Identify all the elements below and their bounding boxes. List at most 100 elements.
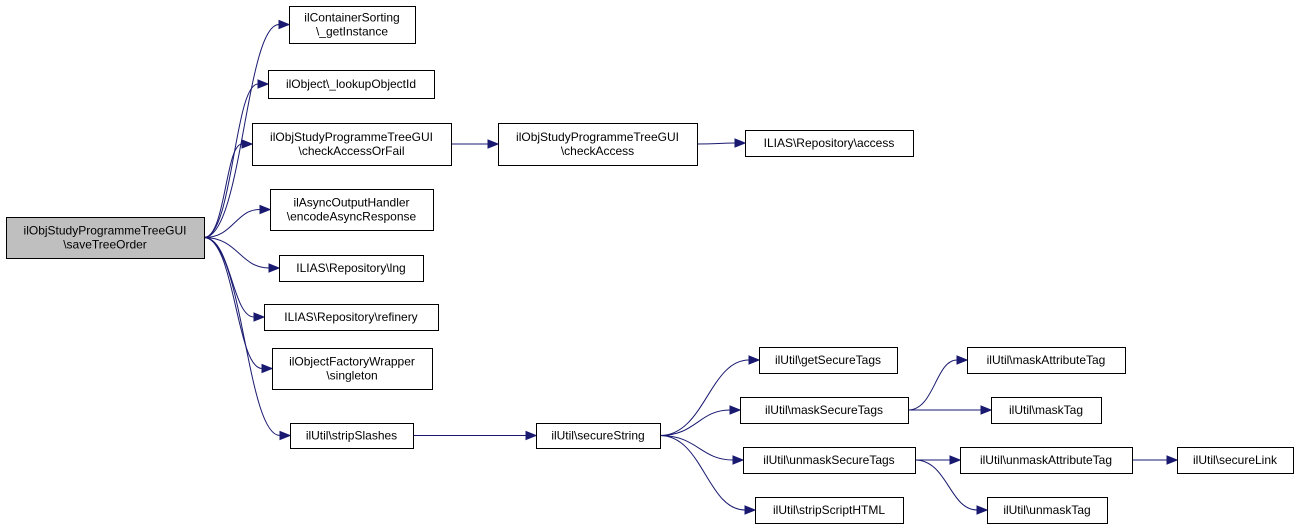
node-checkAccessOrFail[interactable]: ilObjStudyProgrammeTreeGUI\checkAccessOr… xyxy=(252,123,452,166)
node-label-checkAccessOrFail-1: \checkAccessOrFail xyxy=(298,144,404,158)
node-box-unmaskAttributeTag xyxy=(960,447,1133,474)
node-unmaskTag[interactable]: ilUtil\unmaskTag xyxy=(987,497,1108,524)
node-box-stripScriptHTML xyxy=(755,497,904,524)
node-label-unmaskTag-0: ilUtil\unmaskTag xyxy=(1003,503,1090,517)
edge-unmaskSecureTags-to-unmaskTag xyxy=(914,459,978,511)
arrowhead-saveTreeOrder-to-encodeAsyncResponse xyxy=(259,204,272,215)
node-maskSecureTags[interactable]: ilUtil\maskSecureTags xyxy=(740,397,909,424)
node-box-maskTag xyxy=(991,397,1102,424)
node-label-encodeAsyncResponse-1: \encodeAsyncResponse xyxy=(287,210,417,224)
node-label-unmaskAttributeTag-0: ilUtil\unmaskAttributeTag xyxy=(980,453,1112,467)
node-label-maskAttributeTag-0: ilUtil\maskAttributeTag xyxy=(987,353,1106,367)
node-box-checkAccess xyxy=(498,123,698,166)
edge-maskSecureTags-to-maskAttributeTag xyxy=(907,359,958,411)
node-label-maskTag-0: ilUtil\maskTag xyxy=(1009,403,1083,417)
node-getSecureTags[interactable]: ilUtil\getSecureTags xyxy=(759,347,898,374)
arrowhead-stripSlashes-to-secureString xyxy=(525,430,538,441)
node-label-secureLink-0: ilUtil\secureLink xyxy=(1193,453,1278,467)
node-box-getInstance xyxy=(289,6,416,44)
node-box-maskSecureTags xyxy=(740,397,909,424)
arrowhead-unmaskSecureTags-to-unmaskAttributeTag xyxy=(949,455,962,465)
nodes-layer: ilObjStudyProgrammeTreeGUI\saveTreeOrder… xyxy=(6,6,1294,524)
node-unmaskSecureTags[interactable]: ilUtil\unmaskSecureTags xyxy=(743,447,916,474)
edge-secureString-to-stripScriptHTML xyxy=(659,435,746,511)
arrowhead-saveTreeOrder-to-repoRefinery xyxy=(253,312,266,322)
node-repoLng[interactable]: ILIAS\Repository\lng xyxy=(279,255,424,282)
arrowhead-unmaskSecureTags-to-unmaskTag xyxy=(976,505,989,515)
node-secureString[interactable]: ilUtil\secureString xyxy=(536,423,661,449)
node-box-stripSlashes xyxy=(290,423,414,449)
node-box-unmaskTag xyxy=(987,497,1108,524)
node-label-checkAccessOrFail-0: ilObjStudyProgrammeTreeGUI xyxy=(270,130,433,144)
edge-saveTreeOrder-to-checkAccessOrFail xyxy=(203,143,243,238)
node-getInstance[interactable]: ilContainerSorting\_getInstance xyxy=(289,6,416,44)
node-stripScriptHTML[interactable]: ilUtil\stripScriptHTML xyxy=(755,497,904,524)
node-label-stripSlashes-0: ilUtil\stripSlashes xyxy=(306,429,397,443)
node-box-secureLink xyxy=(1177,447,1294,474)
node-singleton[interactable]: ilObjectFactoryWrapper\singleton xyxy=(272,348,433,390)
node-label-singleton-1: \singleton xyxy=(326,369,377,383)
node-label-saveTreeOrder-1: \saveTreeOrder xyxy=(63,238,147,252)
arrowhead-unmaskAttributeTag-to-secureLink xyxy=(1166,455,1179,465)
node-checkAccess[interactable]: ilObjStudyProgrammeTreeGUI\checkAccess xyxy=(498,123,698,166)
node-encodeAsyncResponse[interactable]: ilAsyncOutputHandler\encodeAsyncResponse xyxy=(270,189,434,231)
node-box-saveTreeOrder xyxy=(6,217,205,259)
arrowhead-secureString-to-getSecureTags xyxy=(748,355,761,365)
node-box-repoAccess xyxy=(745,130,914,157)
arrowhead-maskSecureTags-to-maskTag xyxy=(980,405,993,415)
node-label-unmaskSecureTags-0: ilUtil\unmaskSecureTags xyxy=(763,453,894,467)
arrowhead-saveTreeOrder-to-stripSlashes xyxy=(279,430,292,441)
node-label-stripScriptHTML-0: ilUtil\stripScriptHTML xyxy=(773,503,885,517)
arrowhead-secureString-to-unmaskSecureTags xyxy=(732,455,745,465)
edge-checkAccess-to-repoAccess xyxy=(696,142,736,145)
edge-saveTreeOrder-to-singleton xyxy=(203,237,263,369)
edge-secureString-to-unmaskSecureTags xyxy=(659,435,734,461)
node-label-getInstance-1: \_getInstance xyxy=(316,25,388,39)
arrowhead-saveTreeOrder-to-repoLng xyxy=(268,263,281,273)
node-label-maskSecureTags-0: ilUtil\maskSecureTags xyxy=(765,403,883,417)
node-secureLink[interactable]: ilUtil\secureLink xyxy=(1177,447,1294,474)
edge-secureString-to-maskSecureTags xyxy=(659,409,731,436)
node-stripSlashes[interactable]: ilUtil\stripSlashes xyxy=(290,423,414,449)
edge-saveTreeOrder-to-getInstance xyxy=(203,24,280,238)
node-box-unmaskSecureTags xyxy=(743,447,916,474)
node-label-secureString-0: ilUtil\secureString xyxy=(551,429,644,443)
node-repoAccess[interactable]: ILIAS\Repository\access xyxy=(745,130,914,157)
arrowhead-maskSecureTags-to-maskAttributeTag xyxy=(956,355,969,365)
node-box-lookupObjectId xyxy=(268,70,435,99)
node-label-repoLng-0: ILIAS\Repository\lng xyxy=(296,261,405,275)
node-repoRefinery[interactable]: ILIAS\Repository\refinery xyxy=(264,304,439,331)
node-lookupObjectId[interactable]: ilObject\_lookupObjectId xyxy=(268,70,435,99)
node-label-checkAccess-1: \checkAccess xyxy=(561,144,634,158)
edge-secureString-to-getSecureTags xyxy=(659,359,750,436)
node-label-singleton-0: ilObjectFactoryWrapper xyxy=(289,355,415,369)
node-box-maskAttributeTag xyxy=(967,347,1126,374)
node-label-repoRefinery-0: ILIAS\Repository\refinery xyxy=(284,310,417,324)
arrowhead-secureString-to-maskSecureTags xyxy=(729,405,742,415)
node-maskAttributeTag[interactable]: ilUtil\maskAttributeTag xyxy=(967,347,1126,374)
arrowhead-saveTreeOrder-to-singleton xyxy=(261,363,274,374)
node-label-repoAccess-0: ILIAS\Repository\access xyxy=(764,136,895,150)
node-box-singleton xyxy=(272,348,433,390)
edge-saveTreeOrder-to-encodeAsyncResponse xyxy=(203,209,261,238)
edges-layer xyxy=(203,19,1179,515)
node-box-getSecureTags xyxy=(759,347,898,374)
node-unmaskAttributeTag[interactable]: ilUtil\unmaskAttributeTag xyxy=(960,447,1133,474)
node-saveTreeOrder[interactable]: ilObjStudyProgrammeTreeGUI\saveTreeOrder xyxy=(6,217,205,259)
node-label-lookupObjectId-0: ilObject\_lookupObjectId xyxy=(286,77,416,91)
arrowhead-checkAccess-to-repoAccess xyxy=(734,138,747,148)
node-box-checkAccessOrFail xyxy=(252,123,452,166)
edge-saveTreeOrder-to-repoRefinery xyxy=(203,237,255,318)
node-box-encodeAsyncResponse xyxy=(270,189,434,231)
node-label-checkAccess-0: ilObjStudyProgrammeTreeGUI xyxy=(516,130,679,144)
node-label-getInstance-0: ilContainerSorting xyxy=(304,11,399,25)
node-maskTag[interactable]: ilUtil\maskTag xyxy=(991,397,1102,424)
arrowhead-saveTreeOrder-to-lookupObjectId xyxy=(257,79,270,89)
node-box-repoRefinery xyxy=(264,304,439,331)
arrowhead-saveTreeOrder-to-checkAccessOrFail xyxy=(241,139,254,149)
node-label-encodeAsyncResponse-0: ilAsyncOutputHandler xyxy=(293,196,409,210)
node-box-secureString xyxy=(536,423,661,449)
edge-saveTreeOrder-to-stripSlashes xyxy=(203,237,281,436)
arrowhead-checkAccessOrFail-to-checkAccess xyxy=(487,139,500,149)
